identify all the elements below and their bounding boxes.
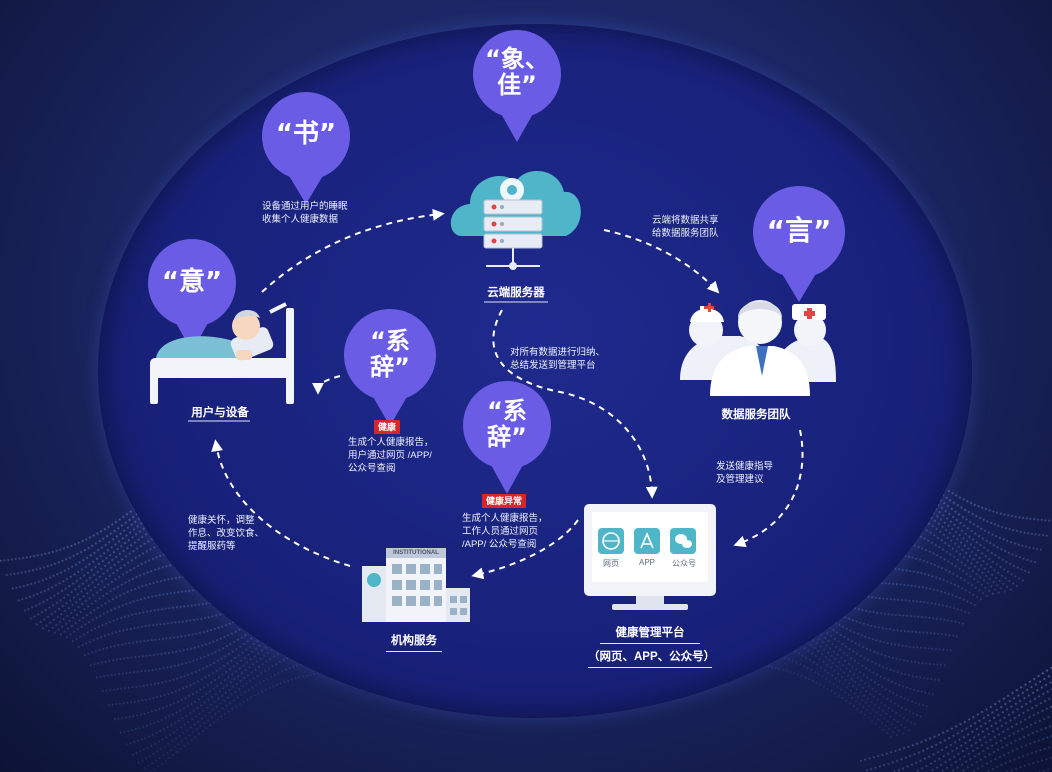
arrow-institution-to-user [211,439,351,567]
institution-label: 机构服务 [386,632,442,652]
bubble-top-line1: “象、 [485,45,549,73]
note-care-line1: 健康关怀，调整 [188,515,255,526]
platform-label-line2: （网页、APP、公众号） [588,648,715,668]
arrow-abnormal-to-institution [471,519,579,580]
note-collect: 设备通过用户的睡眠 收集个人健康数据 [262,200,348,226]
note-abnormal-line2: 工作人员通过网页 [462,526,539,537]
bubble-yan [753,186,845,302]
note-collect-line1: 设备通过用户的睡眠 [262,201,348,212]
bubble-xi1-line2: 辞” [370,353,410,382]
bubble-top-line2: 佳” [497,71,537,100]
note-abnormal-line1: 生成个人健康报告， [462,513,548,524]
arrow-team-to-platform [733,429,804,548]
bubble-xi2-text: “系 辞” [471,398,543,451]
note-guidance-line1: 发送健康指导 [716,461,774,472]
note-share-line1: 云端将数据共享 [652,215,719,226]
bubble-shu-text: “书” [275,119,337,149]
monitor-icon [584,504,716,610]
note-summarize: 对所有数据进行归纳、 总结发送到管理平台 [510,346,605,372]
arrow-server-to-platform [492,309,658,499]
note-abnormal-report: 生成个人健康报告， 工作人员通过网页 /APP/ 公众号查阅 [462,512,548,551]
arrow-user-to-server [261,208,445,293]
abnormal-tag: 健康异常 [482,494,527,508]
cloud-server-icon [450,171,581,270]
bubble-yan-text: “言” [766,214,832,247]
bubble-xi1-line1: “系 [370,327,410,355]
note-healthy-line3: 公众号查阅 [348,463,396,474]
note-healthy-report: 生成个人健康报告， 用户通过网页 /APP/ 公众号查阅 [348,436,434,475]
bubble-shu [262,92,350,204]
team-label: 数据服务团队 [721,409,791,421]
bubble-top [473,30,561,142]
bubble-top-text: “象、 佳” [482,46,552,99]
bubble-xi2-line1: “系 [487,397,527,425]
healthy-tag: 健康 [374,420,401,434]
platform-label-line1: 健康管理平台 [600,624,700,644]
bubble-shapes [148,30,845,494]
note-collect-line2: 收集个人健康数据 [262,214,339,225]
arrow-server-to-team [603,229,720,294]
note-share: 云端将数据共享 给数据服务团队 [652,214,719,240]
note-guidance: 发送健康指导 及管理建议 [716,460,773,486]
bubble-yi-text: “意” [161,267,223,297]
note-guidance-line2: 及管理建议 [716,474,764,485]
note-care-line3: 提醒服药等 [188,541,236,552]
note-summarize-line2: 总结发送到管理平台 [510,360,596,371]
bubble-xi1-text: “系 辞” [354,328,426,381]
patient-bed-icon [150,302,294,404]
note-care-line2: 作息、改变饮食、 [188,528,265,539]
medical-team-icon [680,300,836,396]
app-icon-label: APP [638,558,655,567]
server-label: 云端服务器 [487,287,545,299]
user-label: 用户与设备 [191,407,249,419]
note-healthy-line2: 用户通过网页 /APP/ [348,450,432,461]
web-icon-label: 网页 [603,559,619,568]
bubble-yi [148,239,236,352]
bubble-xi1 [344,309,436,426]
note-share-line2: 给数据服务团队 [652,228,719,239]
note-summarize-line1: 对所有数据进行归纳、 [510,347,606,358]
note-abnormal-line3: /APP/ 公众号查阅 [462,539,537,550]
wechat-icon-label: 公众号 [672,559,696,568]
institution-building-icon [362,548,470,622]
bubble-xi2-line2: 辞” [487,423,527,452]
arrow-report-to-user [312,375,341,395]
note-healthy-line1: 生成个人健康报告， [348,437,434,448]
note-care: 健康关怀，调整 作息、改变饮食、 提醒服药等 [188,514,264,553]
institution-sign: INSTITUTIONAL [393,550,439,556]
bubble-xi2 [463,381,551,494]
